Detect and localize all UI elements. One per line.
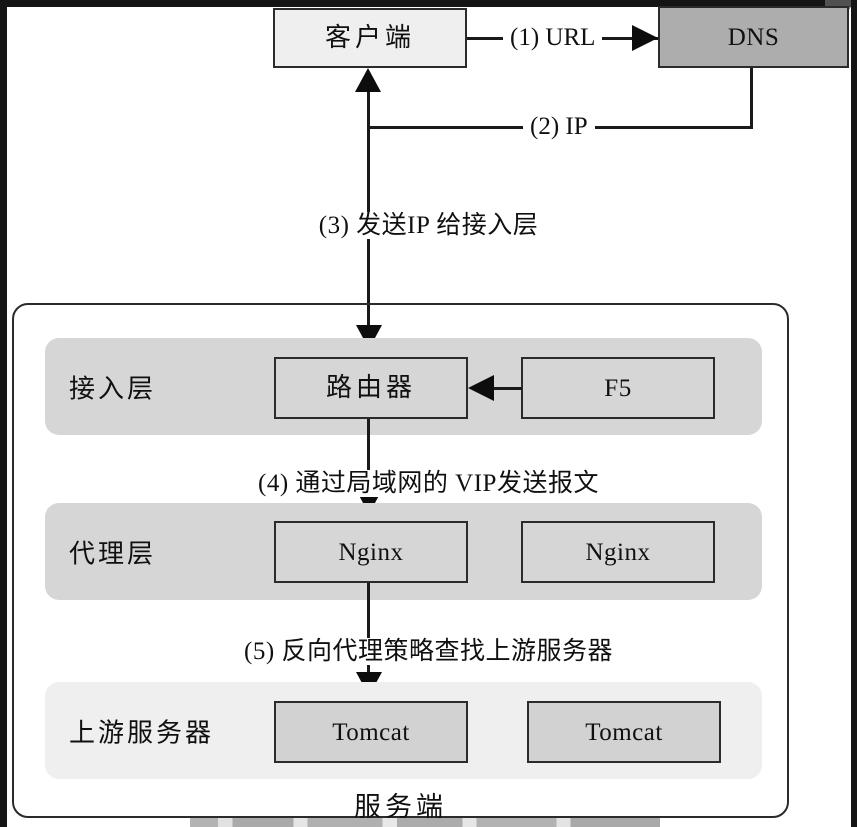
page-edge-left	[0, 0, 7, 827]
node-router[interactable]: 路由器	[274, 357, 468, 419]
server-side-frame	[12, 303, 789, 818]
node-client[interactable]: 客户端	[273, 8, 467, 68]
edge-label-ip: (2) IP	[523, 113, 595, 141]
node-dns[interactable]: DNS	[658, 6, 849, 68]
edge-label-step3: (3) 发送IP 给接入层	[0, 205, 857, 241]
node-nginx-2[interactable]: Nginx	[521, 521, 715, 583]
node-tomcat-2-label: Tomcat	[585, 718, 663, 746]
node-nginx-1-label: Nginx	[338, 538, 404, 566]
edge-label-url: (1) URL	[503, 24, 603, 52]
node-nginx-1[interactable]: Nginx	[274, 521, 468, 583]
edge-arrow-url	[632, 25, 658, 51]
cropped-figure-caption	[190, 818, 660, 827]
node-router-label: 路由器	[325, 373, 416, 402]
node-f5[interactable]: F5	[521, 357, 715, 419]
edge-line-step4	[367, 419, 370, 504]
page-corner-artifact	[825, 0, 851, 11]
node-tomcat-2[interactable]: Tomcat	[527, 701, 721, 763]
edge-line-f5-to-router	[492, 387, 522, 390]
node-dns-label: DNS	[727, 23, 780, 51]
edge-line-ip-vertical-right	[750, 68, 753, 129]
layer-label-upstream: 上游服务器	[69, 718, 215, 747]
edge-line-step5	[367, 583, 370, 683]
edge-line-ip-vertical-left	[367, 92, 370, 128]
server-side-caption: 服务端	[354, 792, 447, 822]
node-client-label: 客户端	[324, 23, 415, 52]
page-edge-right	[851, 0, 857, 827]
node-tomcat-1-label: Tomcat	[332, 718, 410, 746]
node-nginx-2-label: Nginx	[585, 538, 651, 566]
page-edge-top	[0, 0, 857, 7]
edge-label-step4: (4) 通过局域网的 VIP发送报文	[0, 463, 857, 499]
node-tomcat-1[interactable]: Tomcat	[274, 701, 468, 763]
layer-label-access: 接入层	[69, 374, 157, 403]
edge-arrow-ip	[355, 68, 381, 92]
edge-label-step5: (5) 反向代理策略查找上游服务器	[0, 631, 857, 667]
edge-arrow-f5-to-router	[468, 375, 494, 401]
layer-label-proxy: 代理层	[69, 539, 157, 568]
node-f5-label: F5	[604, 374, 632, 402]
